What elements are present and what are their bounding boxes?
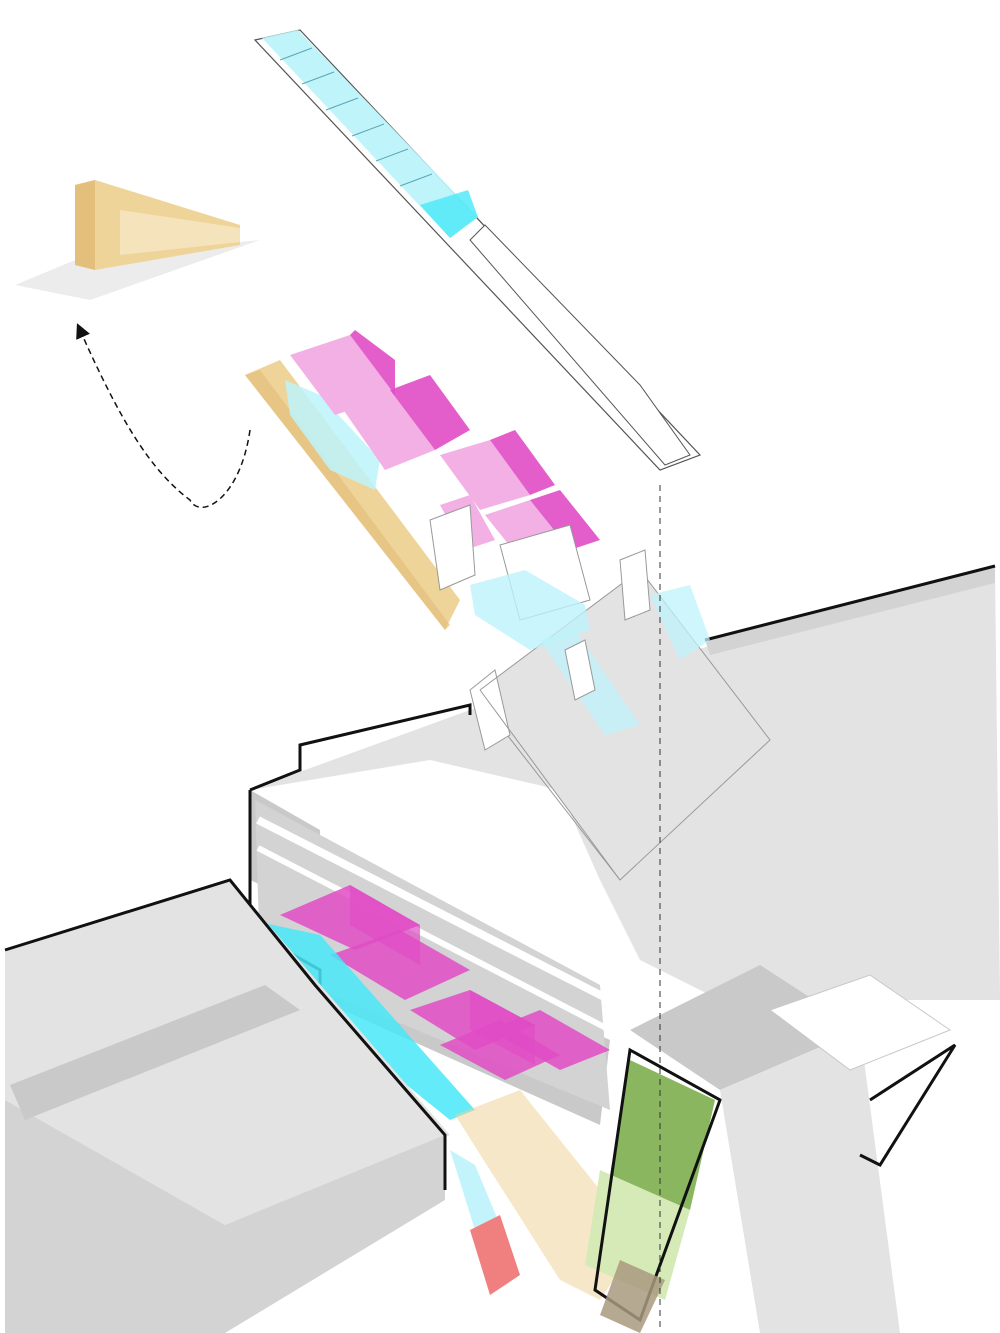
roof-glazing-mullions [279, 47, 433, 187]
post-1 [619, 549, 651, 621]
timber-wall-side [245, 370, 450, 630]
slab-outline [479, 569, 771, 881]
glass-strip-far [650, 585, 710, 660]
green-facade-panel [610, 1060, 715, 1210]
roof-glazing [262, 30, 478, 238]
inset-timber-recess [120, 210, 240, 255]
facade-band [256, 816, 612, 1004]
inset-ground [15, 240, 260, 300]
upper-program-rooms [290, 330, 600, 565]
right-tower-top [630, 965, 860, 1090]
building-program-rooms [280, 885, 610, 1080]
roof-solid-end [469, 224, 691, 466]
white-volume-2 [429, 504, 476, 591]
facade-element-inset [15, 180, 260, 300]
left-neighbor-outline [4, 878, 447, 1190]
roof-glazing-strong [420, 190, 478, 238]
building-massing [248, 564, 1000, 1333]
roof-panel [253, 29, 702, 471]
roof-edge-left-outline [249, 703, 472, 792]
inset-timber-side [75, 180, 95, 270]
left-neighbor-front [5, 1100, 445, 1333]
facade-band-2 [256, 845, 612, 1033]
left-neighbor-band [10, 985, 300, 1120]
rear-parapet-outline [704, 564, 996, 642]
right-cut-outline [859, 1043, 957, 1167]
red-entry-block [470, 1215, 520, 1295]
left-neighbor-top [5, 880, 450, 1225]
glass-facade-base [450, 1150, 500, 1230]
annotation-curved-arrow [76, 323, 251, 509]
post-2 [564, 639, 596, 701]
neighboring-buildings [4, 878, 450, 1333]
glass-box [470, 570, 590, 650]
right-tower-face [720, 1030, 900, 1333]
right-white-block [768, 974, 952, 1071]
brown-base-panel [600, 1260, 665, 1333]
green-facade-light [585, 1170, 690, 1300]
upper-floor-exploded [245, 330, 710, 735]
cyan-partition [285, 380, 380, 490]
rear-parapet [705, 566, 995, 655]
